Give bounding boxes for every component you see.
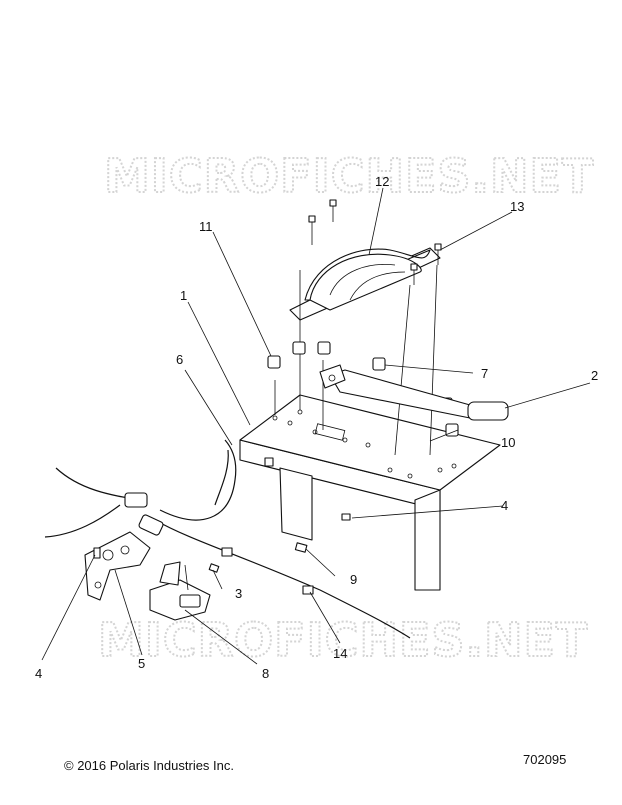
callout-8: 8 — [262, 666, 269, 681]
callout-2: 2 — [591, 368, 598, 383]
cable-bracket — [84, 531, 151, 601]
callout-1: 1 — [180, 288, 187, 303]
mounting-plate — [239, 394, 501, 591]
callout-5: 5 — [138, 656, 145, 671]
shift-lever — [319, 364, 509, 421]
copyright-text: © 2016 Polaris Industries Inc. — [64, 758, 234, 773]
watermark-bottom: MICROFICHES.NET — [98, 613, 588, 667]
callout-4-left: 4 — [35, 666, 42, 681]
diagram-id: 702095 — [523, 752, 567, 767]
callout-6: 6 — [176, 352, 183, 367]
switch-assembly — [149, 561, 211, 621]
cover-screws — [308, 199, 442, 285]
leader-lines — [41, 187, 591, 665]
callout-11: 11 — [199, 219, 213, 234]
callout-9: 9 — [350, 572, 357, 587]
callout-10: 10 — [501, 435, 515, 450]
callout-13: 13 — [510, 199, 524, 214]
callout-3: 3 — [235, 586, 242, 601]
shift-cable — [44, 439, 411, 639]
callout-7: 7 — [481, 366, 488, 381]
callouts: 1 2 3 4 4 5 6 7 8 9 10 11 12 13 14 — [35, 174, 598, 681]
callout-12: 12 — [375, 174, 389, 189]
pins — [93, 542, 308, 573]
shifter-boot-cover — [289, 247, 441, 321]
callout-4-right: 4 — [501, 498, 508, 513]
watermark-top: MICROFICHES.NET — [104, 149, 594, 203]
callout-14: 14 — [333, 646, 347, 661]
